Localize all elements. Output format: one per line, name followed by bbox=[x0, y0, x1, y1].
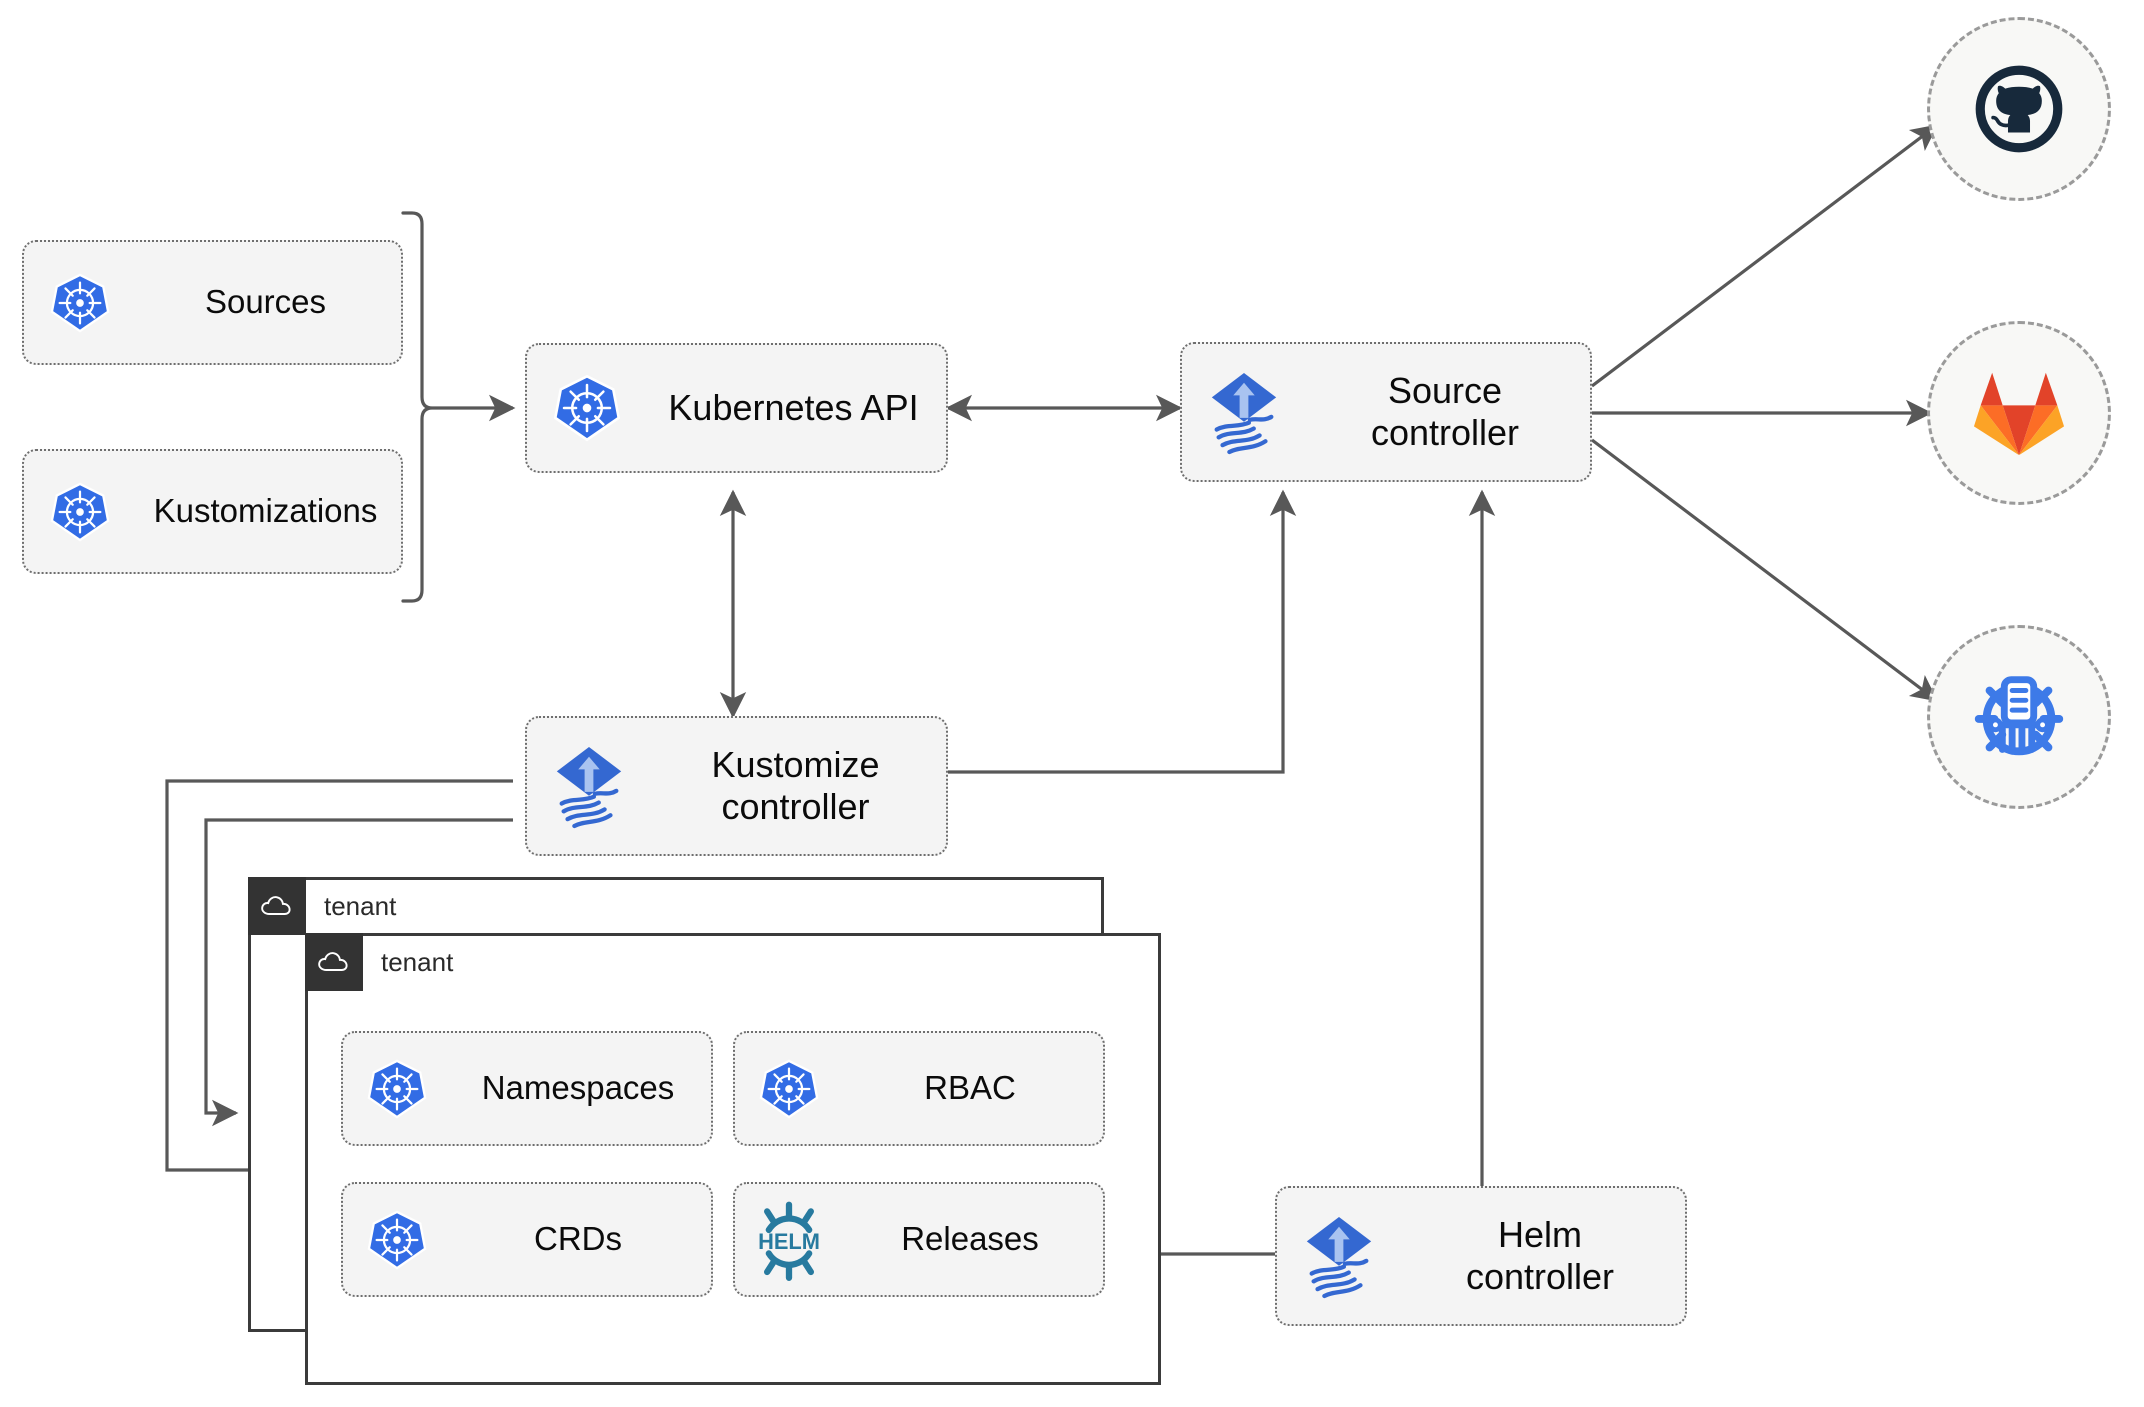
node-releases-label: Releases bbox=[901, 1220, 1039, 1258]
node-source-controller-label: Source controller bbox=[1370, 369, 1520, 453]
node-rbac[interactable]: RBAC bbox=[733, 1031, 1105, 1146]
edge-kustomize-controller-to-source-controller bbox=[948, 489, 1297, 774]
cloud-icon bbox=[305, 933, 363, 991]
node-kustomize-controller-label: Kustomize controller bbox=[711, 743, 880, 827]
node-namespaces-label: Namespaces bbox=[481, 1069, 675, 1107]
edge-kustomize-controller-to-tenant-back bbox=[165, 779, 513, 1184]
node-kubernetes-api[interactable]: Kubernetes API bbox=[525, 343, 948, 473]
tenant-front-label: tenant bbox=[381, 946, 454, 977]
tenant-box-front: tenant bbox=[305, 933, 1161, 1385]
cloud-icon bbox=[248, 877, 306, 935]
node-github[interactable] bbox=[1927, 17, 2111, 201]
helm-icon: HELM bbox=[735, 1198, 843, 1282]
node-kustomize-controller[interactable]: Kustomize controller bbox=[525, 716, 948, 856]
node-source-controller[interactable]: Source controller bbox=[1180, 342, 1592, 482]
kubernetes-icon bbox=[527, 373, 647, 443]
node-sources-label: Sources bbox=[204, 283, 327, 321]
node-crds[interactable]: CRDs bbox=[341, 1182, 713, 1297]
edge-resources-bracket bbox=[401, 211, 433, 603]
node-helm-controller[interactable]: Helm controller bbox=[1275, 1186, 1687, 1326]
edge-kustomize-controller-to-tenant-front bbox=[204, 818, 513, 1127]
node-crds-label: CRDs bbox=[534, 1220, 622, 1258]
flux-icon bbox=[527, 743, 651, 829]
edge-source-controller-to-github bbox=[1591, 124, 1938, 388]
github-icon bbox=[1975, 65, 2063, 153]
tenant-back-header: tenant bbox=[248, 877, 396, 935]
node-helm-registry[interactable] bbox=[1927, 625, 2111, 809]
kubernetes-icon bbox=[343, 1209, 451, 1271]
node-helm-controller-label: Helm controller bbox=[1465, 1213, 1615, 1297]
tenant-back-label: tenant bbox=[324, 890, 397, 921]
node-gitlab[interactable] bbox=[1927, 321, 2111, 505]
tenant-front-header: tenant bbox=[305, 933, 453, 991]
node-rbac-label: RBAC bbox=[924, 1069, 1016, 1107]
node-kustomizations[interactable]: Kustomizations bbox=[22, 449, 403, 574]
node-namespaces[interactable]: Namespaces bbox=[341, 1031, 713, 1146]
kubernetes-icon bbox=[24, 481, 136, 543]
kubernetes-icon bbox=[735, 1058, 843, 1120]
gitlab-icon bbox=[1973, 372, 2065, 456]
node-kubernetes-api-label: Kubernetes API bbox=[668, 386, 919, 428]
kubernetes-icon bbox=[24, 272, 136, 334]
helm-registry-icon bbox=[1974, 676, 2064, 756]
node-kustomizations-label: Kustomizations bbox=[153, 492, 378, 530]
flux-icon bbox=[1277, 1213, 1401, 1299]
helm-wordmark: HELM bbox=[758, 1229, 820, 1254]
kubernetes-icon bbox=[343, 1058, 451, 1120]
node-sources[interactable]: Sources bbox=[22, 240, 403, 365]
flux-icon bbox=[1182, 369, 1306, 455]
node-releases[interactable]: HELM Releases bbox=[733, 1182, 1105, 1297]
edge-source-controller-to-helm-registry bbox=[1591, 438, 1938, 702]
